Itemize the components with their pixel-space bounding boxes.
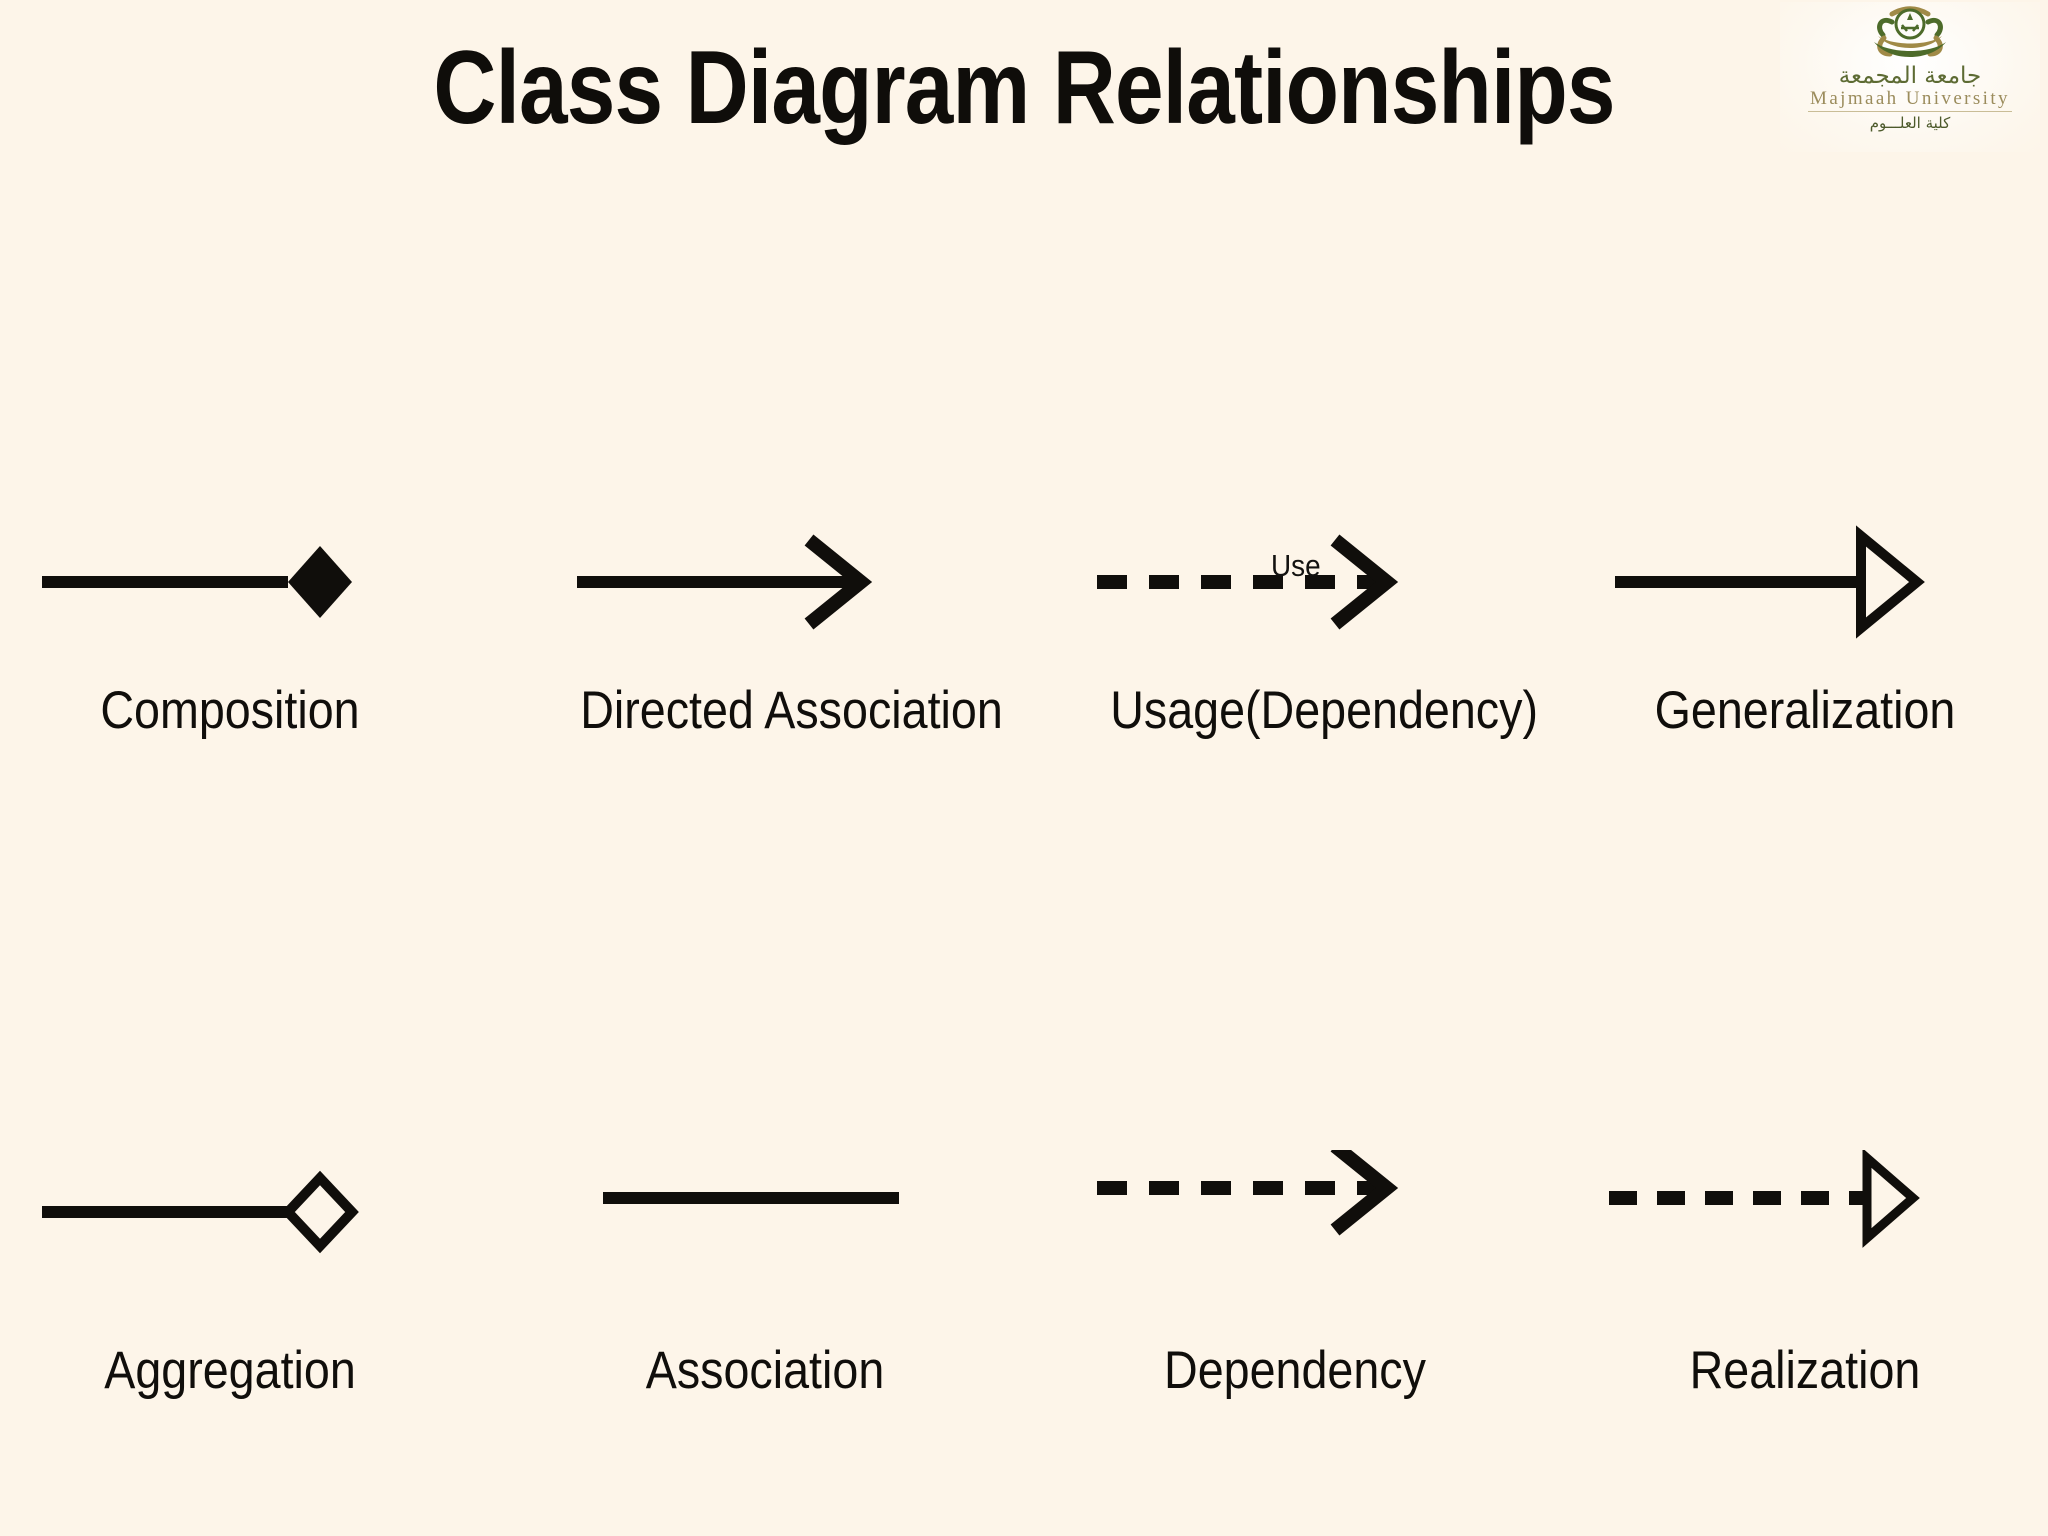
dependency-label: Dependency <box>1164 1341 1426 1400</box>
relationship-composition: Composition <box>20 520 440 740</box>
realization-symbol-icon <box>1595 1150 2015 1280</box>
relationship-aggregation: Aggregation <box>20 1150 440 1400</box>
association-label: Association <box>645 1341 885 1400</box>
usage-dependency-symbol-icon: Use <box>1085 520 1505 650</box>
dependency-symbol-icon <box>1085 1150 1505 1280</box>
realization-label: Realization <box>1689 1341 1921 1400</box>
relationship-realization: Realization <box>1595 1150 2015 1400</box>
aggregation-label: Aggregation <box>104 1341 356 1400</box>
logo-english-name: Majmaah University <box>1808 88 2012 112</box>
composition-symbol-icon <box>20 520 440 650</box>
generalization-symbol-icon <box>1595 520 2015 650</box>
relationship-dependency: Dependency <box>1085 1150 1505 1400</box>
logo-arabic-name: جامعة المجمعة <box>1838 63 1982 89</box>
logo-emblem-icon <box>1780 2 2040 64</box>
relationship-association: Association <box>555 1150 975 1400</box>
association-symbol-icon <box>555 1150 975 1280</box>
composition-label: Composition <box>100 681 360 740</box>
relationship-usage-dependency: Use Usage(Dependency) <box>1085 520 1538 740</box>
directed-association-label: Directed Association <box>580 681 1003 740</box>
relationship-directed-association: Directed Association <box>555 520 1003 740</box>
usage-dependency-label: Usage(Dependency) <box>1110 681 1538 740</box>
directed-association-symbol-icon <box>555 520 975 650</box>
university-logo: جامعة المجمعة Majmaah University كلية ال… <box>1780 2 2040 152</box>
page-title: Class Diagram Relationships <box>433 30 1615 146</box>
relationship-generalization: Generalization <box>1595 520 2015 740</box>
logo-arabic-faculty: كلية العلـــوم <box>1869 113 1951 132</box>
generalization-label: Generalization <box>1654 681 1956 740</box>
aggregation-symbol-icon <box>20 1150 440 1280</box>
usage-annotation-label: Use <box>1271 548 1321 583</box>
